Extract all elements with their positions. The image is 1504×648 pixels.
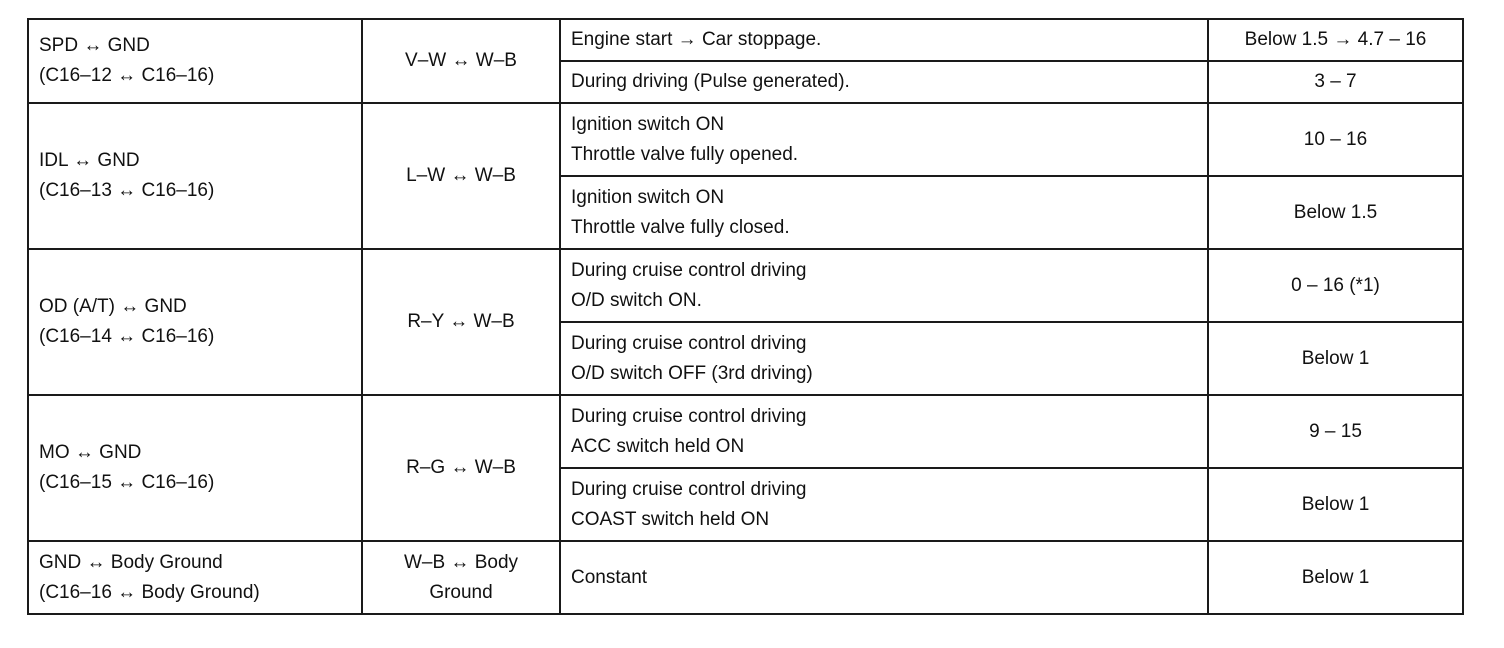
terminal-pins: (C16–16 ↔ Body Ground)	[39, 581, 260, 603]
table-row: Ignition switch ON Throttle valve fully …	[28, 175, 1464, 250]
condition-text: Ignition switch ON	[571, 186, 725, 208]
wire-color: V–W ↔ W–B	[405, 50, 517, 71]
condition-text: COAST switch held ON	[571, 508, 770, 530]
spec-value: 3 – 7	[1314, 71, 1357, 92]
condition-cell: During cruise control driving O/D switch…	[559, 248, 1209, 323]
condition-text: During cruise control driving	[571, 405, 807, 427]
condition-text: ACC switch held ON	[571, 435, 745, 457]
table-row: SPD ↔ GND (C16–12 ↔ C16–16) V–W ↔ W–B En…	[27, 18, 1464, 104]
spec-cell: Below 1	[1207, 321, 1464, 396]
condition-cell: During cruise control driving COAST swit…	[559, 467, 1209, 542]
spec-value: Below 1.5 → 4.7 – 16	[1244, 29, 1427, 50]
terminal-name: GND ↔ Body Ground	[39, 551, 223, 573]
terminal-name: IDL ↔ GND	[39, 150, 140, 171]
wire-color-cell: R–Y ↔ W–B	[361, 248, 561, 396]
table-row: During cruise control driving COAST swit…	[28, 467, 1464, 542]
wire-color-cell: W–B ↔ Body Ground	[361, 540, 561, 615]
table-row: GND ↔ Body Ground (C16–16 ↔ Body Ground)…	[27, 540, 1464, 615]
condition-text: Throttle valve fully closed.	[571, 216, 790, 238]
condition-text: Engine start → Car stoppage.	[571, 29, 822, 50]
spec-value: Below 1	[1301, 493, 1370, 515]
spec-value: Below 1	[1301, 347, 1370, 369]
condition-cell: Engine start → Car stoppage.	[559, 18, 1209, 62]
terminal-pins: (C16–13 ↔ C16–16)	[39, 180, 215, 201]
terminal-pins: (C16–15 ↔ C16–16)	[39, 472, 215, 493]
table-row: OD (A/T) ↔ GND (C16–14 ↔ C16–16) R–Y ↔ W…	[27, 248, 1464, 396]
table-row: During driving (Pulse generated). 3 – 7	[28, 60, 1464, 104]
condition-cell: Constant	[559, 540, 1209, 615]
condition-cell: Ignition switch ON Throttle valve fully …	[559, 175, 1209, 250]
spec-cell: 10 – 16	[1207, 102, 1464, 177]
terminal-cell: SPD ↔ GND (C16–12 ↔ C16–16)	[27, 18, 363, 104]
spec-cell: 3 – 7	[1207, 60, 1464, 104]
spec-value: Below 1	[1301, 566, 1370, 588]
wire-color: L–W ↔ W–B	[406, 165, 516, 186]
condition-text: Constant	[571, 566, 648, 588]
table-row: MO ↔ GND (C16–15 ↔ C16–16) R–G ↔ W–B Dur…	[27, 394, 1464, 542]
terminal-spec-table: SPD ↔ GND (C16–12 ↔ C16–16) V–W ↔ W–B En…	[27, 18, 1464, 615]
wire-color: R–Y ↔ W–B	[407, 311, 515, 332]
spec-cell: 0 – 16 (*1)	[1207, 248, 1464, 323]
terminal-name: SPD ↔ GND	[39, 35, 150, 56]
table-row: IDL ↔ GND (C16–13 ↔ C16–16) L–W ↔ W–B Ig…	[27, 102, 1464, 250]
wire-color: W–B ↔ Body	[403, 551, 519, 573]
spec-value: 0 – 16 (*1)	[1291, 274, 1380, 296]
terminal-name: MO ↔ GND	[39, 442, 142, 463]
wire-color: R–G ↔ W–B	[406, 457, 516, 478]
spec-cell: Below 1.5 → 4.7 – 16	[1207, 18, 1464, 62]
terminal-cell: IDL ↔ GND (C16–13 ↔ C16–16)	[27, 102, 363, 250]
condition-text: During cruise control driving	[571, 332, 807, 354]
spec-cell: 9 – 15	[1207, 394, 1464, 469]
terminal-pins: (C16–14 ↔ C16–16)	[39, 326, 215, 347]
condition-cell: Ignition switch ON Throttle valve fully …	[559, 102, 1209, 177]
condition-cell: During cruise control driving ACC switch…	[559, 394, 1209, 469]
terminal-pins: (C16–12 ↔ C16–16)	[39, 65, 215, 86]
condition-text: Throttle valve fully opened.	[571, 143, 799, 165]
condition-text: Ignition switch ON	[571, 113, 725, 135]
wire-color: Ground	[429, 581, 493, 603]
condition-text: O/D switch OFF (3rd driving)	[571, 362, 813, 384]
terminal-name: OD (A/T) ↔ GND	[39, 296, 187, 317]
wire-color-cell: L–W ↔ W–B	[361, 102, 561, 250]
spec-cell: Below 1	[1207, 540, 1464, 615]
condition-cell: During cruise control driving O/D switch…	[559, 321, 1209, 396]
condition-text: During cruise control driving	[571, 478, 807, 500]
spec-cell: Below 1	[1207, 467, 1464, 542]
condition-text: During driving (Pulse generated).	[571, 71, 850, 92]
condition-cell: During driving (Pulse generated).	[559, 60, 1209, 104]
terminal-cell: GND ↔ Body Ground (C16–16 ↔ Body Ground)	[27, 540, 363, 615]
table-row: During cruise control driving O/D switch…	[28, 321, 1464, 396]
terminal-cell: OD (A/T) ↔ GND (C16–14 ↔ C16–16)	[27, 248, 363, 396]
spec-cell: Below 1.5	[1207, 175, 1464, 250]
spec-value: 10 – 16	[1303, 128, 1368, 150]
condition-text: O/D switch ON.	[571, 289, 702, 311]
condition-text: During cruise control driving	[571, 259, 807, 281]
spec-value: Below 1.5	[1293, 201, 1378, 223]
spec-value: 9 – 15	[1309, 420, 1362, 442]
terminal-cell: MO ↔ GND (C16–15 ↔ C16–16)	[27, 394, 363, 542]
wire-color-cell: R–G ↔ W–B	[361, 394, 561, 542]
wire-color-cell: V–W ↔ W–B	[361, 18, 561, 104]
